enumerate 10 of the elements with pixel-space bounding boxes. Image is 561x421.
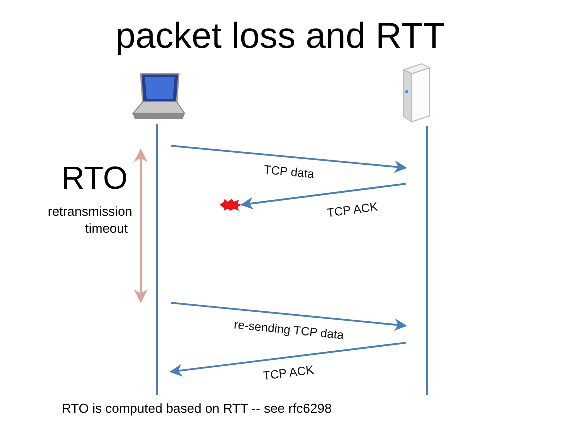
laptop-icon-with-lifeline [133,72,185,395]
packet-loss-icon [220,199,242,211]
server-icon-with-lifeline [402,62,432,395]
arrow [240,183,406,210]
arrow [170,145,408,174]
arrow [170,342,406,377]
footnote: RTO is computed based on RTT -- see rfc6298 [62,401,332,417]
arrow [170,302,408,332]
heading-label: RTO [62,160,128,196]
title: packet loss and RTT [114,14,446,58]
